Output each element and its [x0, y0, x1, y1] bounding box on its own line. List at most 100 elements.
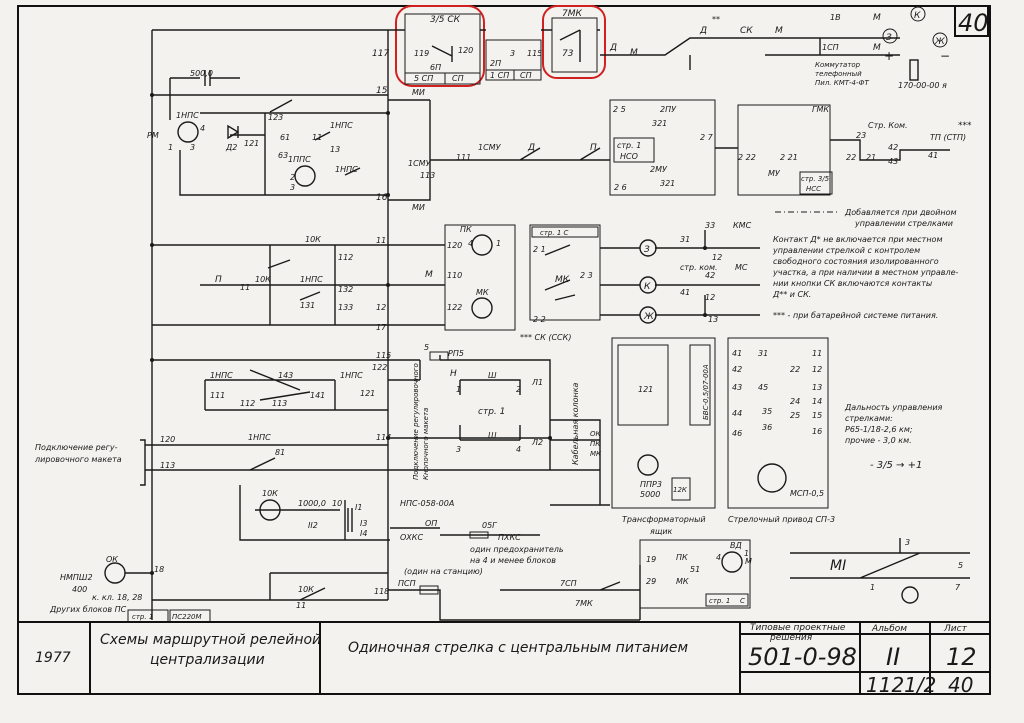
- highlight-7mk: [542, 5, 606, 79]
- svg-text:М: М: [873, 43, 881, 53]
- svg-text:Д** и СК.: Д** и СК.: [772, 290, 811, 299]
- svg-text:44: 44: [732, 409, 742, 418]
- page-number: 40: [948, 673, 973, 697]
- svg-text:11: 11: [376, 236, 386, 245]
- svg-text:ОК: ОК: [106, 555, 118, 564]
- svg-text:10К: 10К: [298, 585, 314, 594]
- svg-text:2 6: 2 6: [614, 183, 627, 192]
- svg-text:43: 43: [732, 383, 742, 392]
- svg-text:Д: Д: [699, 26, 707, 36]
- svg-text:К: К: [644, 282, 651, 292]
- svg-text:4: 4: [200, 124, 205, 133]
- svg-text:3: 3: [190, 143, 195, 152]
- svg-text:Подключение регулировочного: Подключение регулировочного: [412, 363, 420, 480]
- svg-text:1ППС: 1ППС: [288, 155, 311, 164]
- svg-text:2 5: 2 5: [613, 105, 626, 114]
- svg-text:24: 24: [790, 397, 800, 406]
- svg-text:Трансформаторный: Трансформаторный: [622, 515, 706, 524]
- svg-text:31: 31: [758, 349, 768, 358]
- series-header-1: Типовые проектные: [750, 623, 846, 633]
- ppr3-coil: [637, 454, 659, 476]
- svg-text:3/5 СК: 3/5 СК: [430, 15, 461, 25]
- svg-text:110: 110: [447, 271, 462, 280]
- svg-text:1НПС: 1НПС: [300, 275, 323, 284]
- sheet-number: 12: [946, 643, 977, 671]
- svg-text:42: 42: [732, 365, 742, 374]
- upper-section: 117 15 16 500,0 РМ 1НПС 4 1 3 Д2 123 121…: [147, 49, 972, 212]
- svg-text:2П: 2П: [490, 59, 501, 68]
- svg-text:Л1: Л1: [531, 378, 543, 387]
- svg-text:Ж: Ж: [934, 37, 945, 47]
- svg-text:2ПУ: 2ПУ: [660, 105, 677, 114]
- svg-text:МУ: МУ: [768, 169, 781, 178]
- svg-text:один предохранитель: один предохранитель: [470, 545, 564, 554]
- svg-text:3: 3: [510, 49, 515, 58]
- svg-text:2 21: 2 21: [780, 153, 798, 162]
- svg-text:7: 7: [955, 583, 961, 592]
- svg-text:1: 1: [456, 385, 461, 394]
- svg-text:12: 12: [705, 293, 715, 302]
- svg-text:1СМУ: 1СМУ: [478, 143, 502, 152]
- title-block: 1977 Схемы маршрутной релейной централиз…: [18, 621, 990, 697]
- transformer-box: [611, 337, 716, 509]
- svg-text:123: 123: [268, 113, 283, 122]
- svg-text:Д: Д: [527, 143, 535, 153]
- svg-text:117: 117: [372, 49, 389, 59]
- svg-text:11: 11: [240, 283, 250, 292]
- svg-text:стр. 1: стр. 1: [478, 407, 505, 417]
- svg-text:РМ: РМ: [147, 131, 159, 140]
- svg-text:стр. 1: стр. 1: [617, 141, 641, 150]
- lamp-k: [639, 276, 657, 294]
- svg-text:- 3/5 → +1: - 3/5 → +1: [870, 460, 922, 471]
- relay-1nps-coil: [177, 121, 199, 143]
- svg-text:СП: СП: [520, 71, 532, 80]
- svg-text:114: 114: [376, 433, 391, 442]
- svg-text:115: 115: [527, 49, 542, 58]
- svg-text:41: 41: [732, 349, 742, 358]
- svg-text:свободного состояния изолирова: свободного состояния изолированного: [773, 257, 939, 266]
- svg-text:1: 1: [744, 549, 749, 558]
- svg-text:321: 321: [660, 179, 675, 188]
- svg-text:112: 112: [240, 399, 255, 408]
- diode-d2: [227, 124, 240, 140]
- svg-text:управлении стрелками: управлении стрелками: [854, 219, 953, 228]
- svg-text:участка, а при наличии в местн: участка, а при наличии в местном управле…: [772, 268, 959, 277]
- svg-text:131: 131: [300, 301, 315, 310]
- svg-text:12К: 12К: [673, 486, 688, 494]
- svg-text:6П: 6П: [430, 63, 441, 72]
- svg-text:1НПС: 1НПС: [340, 371, 363, 380]
- svg-text:МСП-0,5: МСП-0,5: [790, 489, 824, 498]
- svg-text:10К: 10К: [305, 235, 321, 244]
- relay-group-mu: [737, 104, 831, 196]
- subject: Одиночная стрелка с центральным питанием: [348, 640, 689, 656]
- svg-text:45: 45: [758, 383, 768, 392]
- svg-text:МИ: МИ: [412, 88, 425, 97]
- svg-text:Р65-1/18-2,6 км;: Р65-1/18-2,6 км;: [845, 425, 913, 434]
- highlight-3-5sk: [395, 5, 485, 87]
- svg-text:13: 13: [330, 145, 340, 154]
- switch-drive-box: [727, 337, 829, 509]
- svg-text:П: П: [590, 143, 597, 153]
- svg-text:Пил. КМТ-4-ФТ: Пил. КМТ-4-ФТ: [815, 79, 870, 87]
- svg-text:МІ: МІ: [830, 558, 846, 574]
- svg-text:+: +: [884, 49, 894, 63]
- svg-text:СК: СК: [740, 26, 753, 36]
- svg-text:14: 14: [812, 397, 822, 406]
- svg-text:5000: 5000: [640, 490, 660, 499]
- svg-text:ППР3: ППР3: [640, 480, 662, 489]
- svg-text:43: 43: [888, 157, 898, 166]
- svg-text:I4: I4: [360, 529, 367, 538]
- svg-text:81: 81: [275, 448, 285, 457]
- lamp-zh: [639, 306, 657, 324]
- svg-text:18: 18: [154, 565, 164, 574]
- svg-text:500,0: 500,0: [190, 69, 213, 78]
- svg-text:2: 2: [516, 385, 521, 394]
- contact-box-str1: [529, 224, 601, 321]
- svg-text:ГМК: ГМК: [812, 105, 829, 114]
- resistor-psp: [419, 585, 439, 595]
- svg-text:1: 1: [168, 143, 173, 152]
- svg-text:12: 12: [376, 303, 386, 312]
- svg-text:133: 133: [338, 303, 353, 312]
- svg-text:4: 4: [516, 445, 521, 454]
- svg-text:1НПС: 1НПС: [210, 371, 233, 380]
